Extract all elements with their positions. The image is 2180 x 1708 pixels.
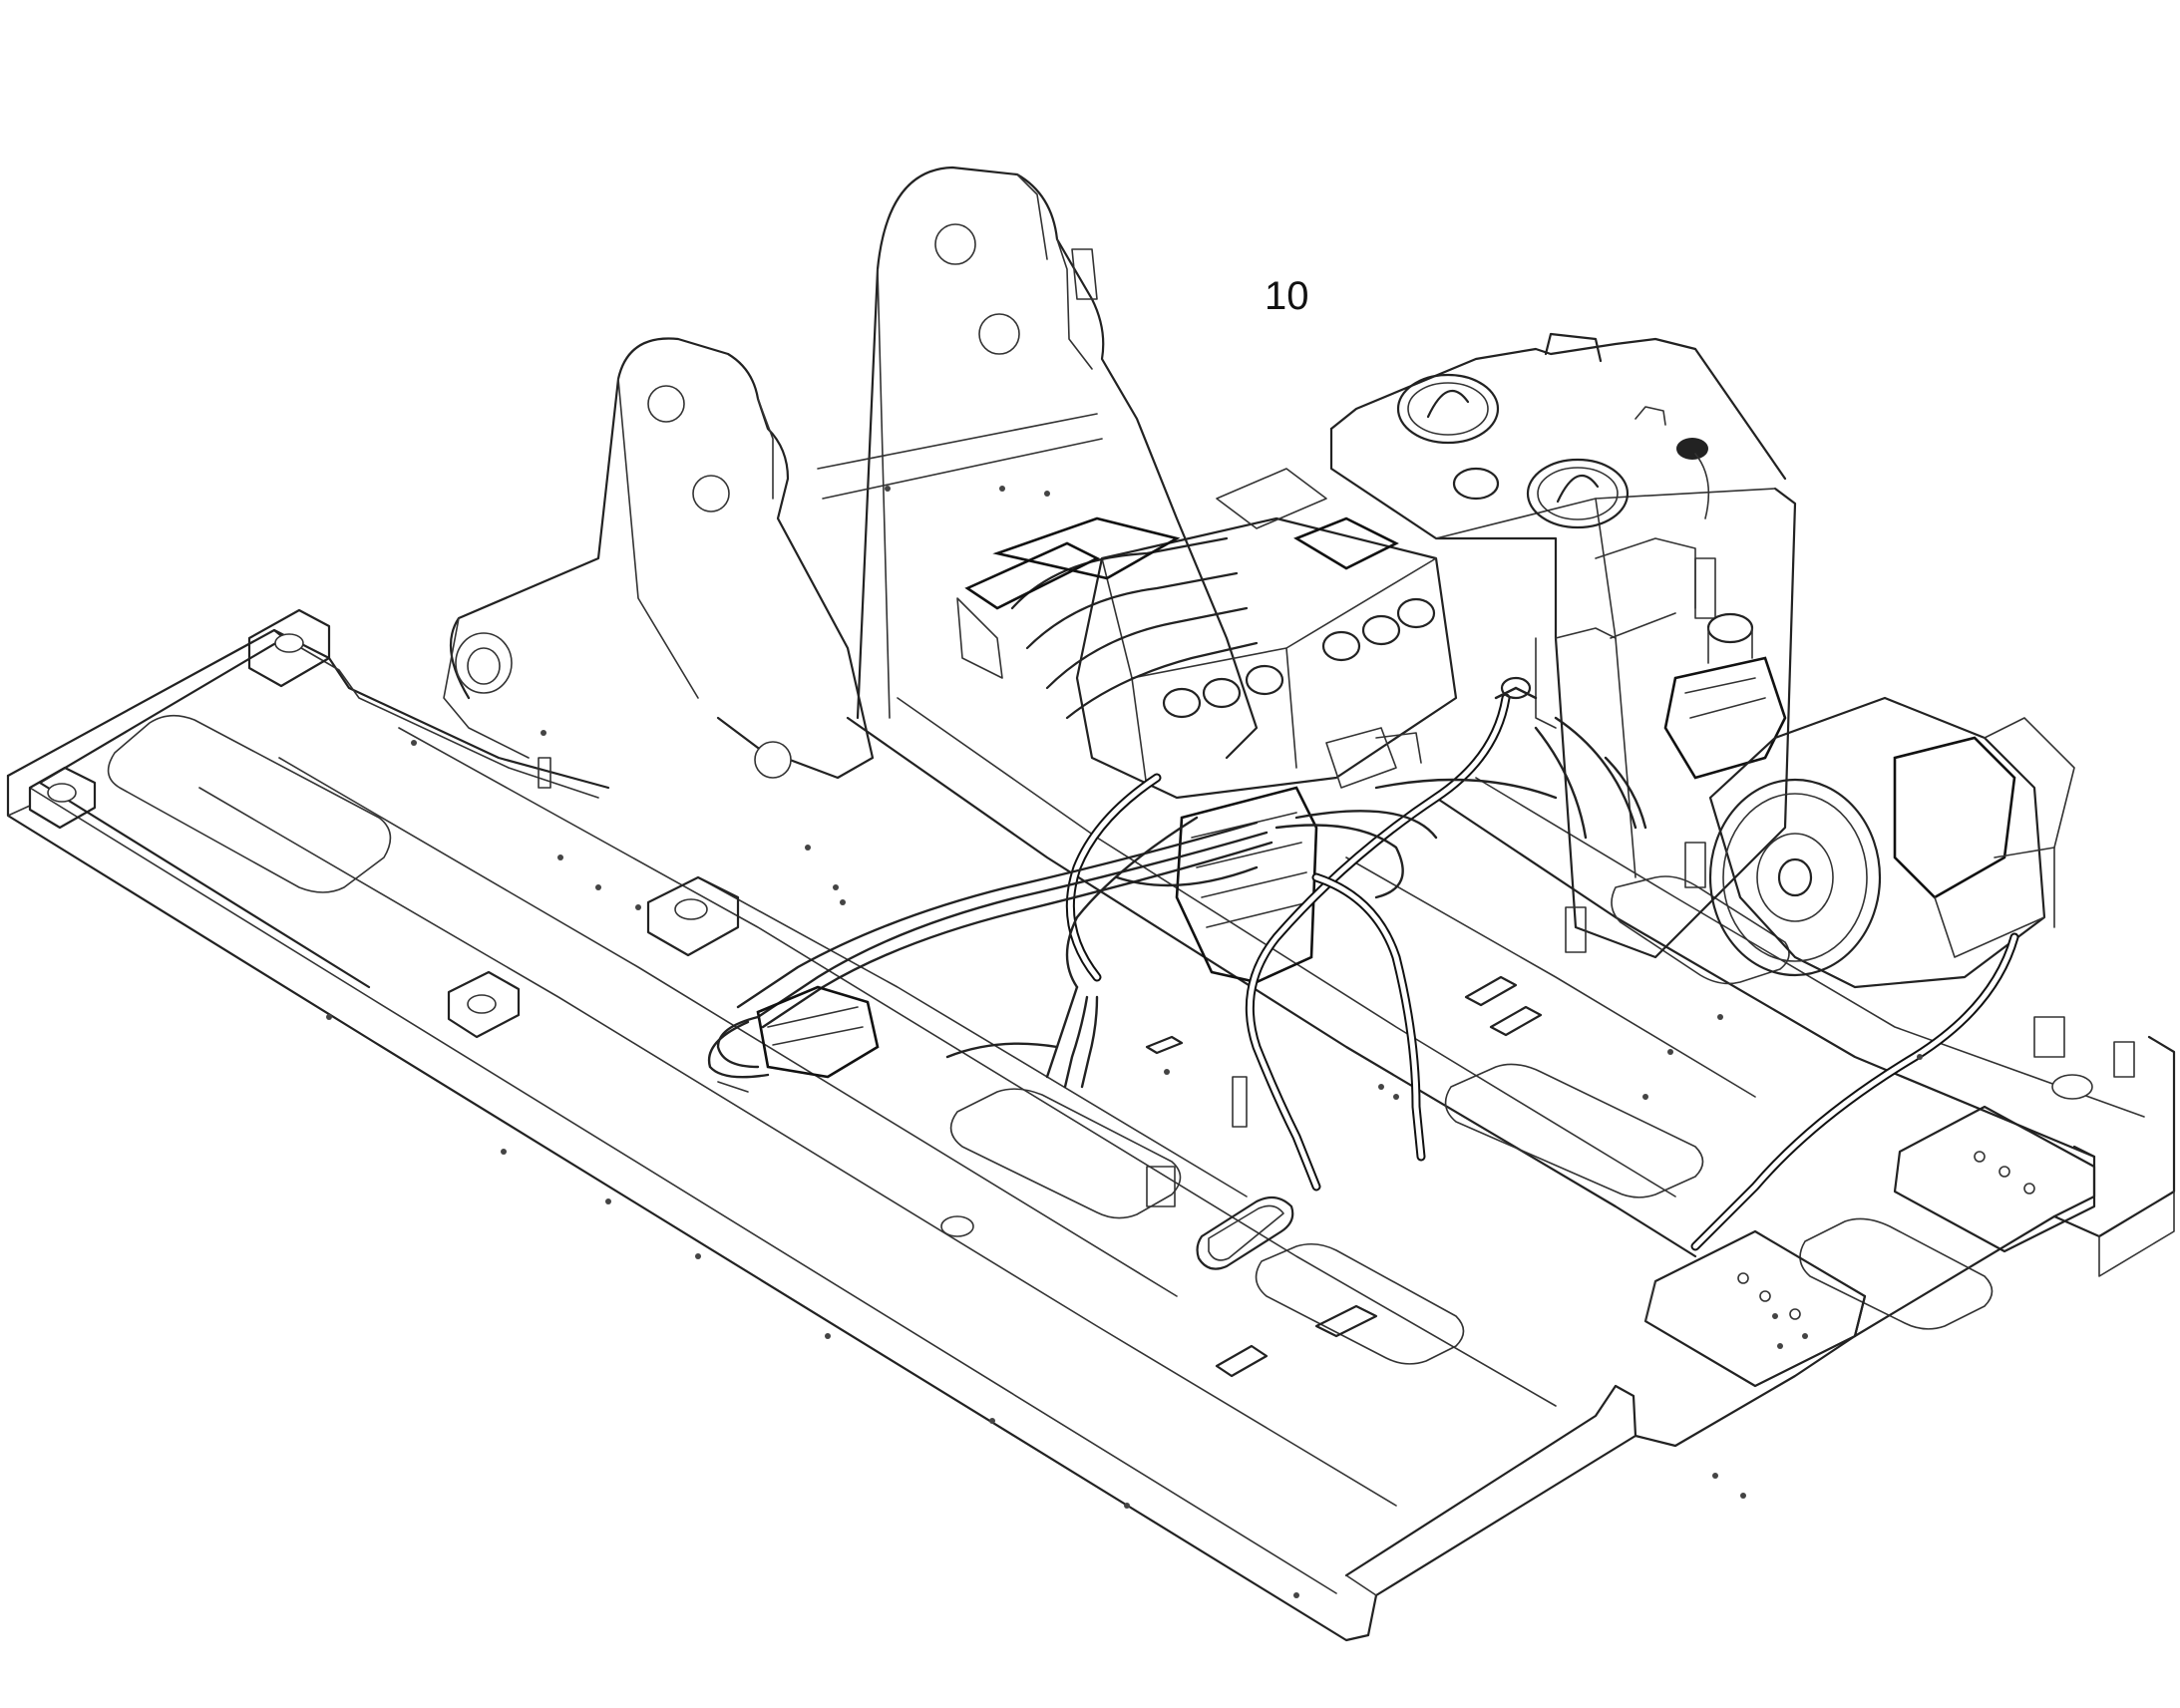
main-control-valve xyxy=(1175,727,1422,984)
frame-hardware xyxy=(326,486,2135,1598)
frame-cutouts xyxy=(107,714,1994,1365)
pump-valve-block xyxy=(1663,612,1787,780)
callout-label: 10 xyxy=(1265,274,1309,318)
hydraulic-hoses xyxy=(1065,676,2019,1251)
hydraulic-tank xyxy=(1329,332,1797,959)
control-lines xyxy=(736,716,1647,1089)
flywheel-gearbox xyxy=(1708,696,2075,989)
mounting-pads xyxy=(28,608,2096,1388)
boom-tower-front xyxy=(443,337,875,780)
boom-tower-rear xyxy=(817,166,1259,760)
engine-block xyxy=(956,468,1458,800)
pilot-valve-cluster xyxy=(707,985,880,1093)
main-frame xyxy=(6,628,2176,1642)
callout-10: 10 xyxy=(1265,274,1309,318)
